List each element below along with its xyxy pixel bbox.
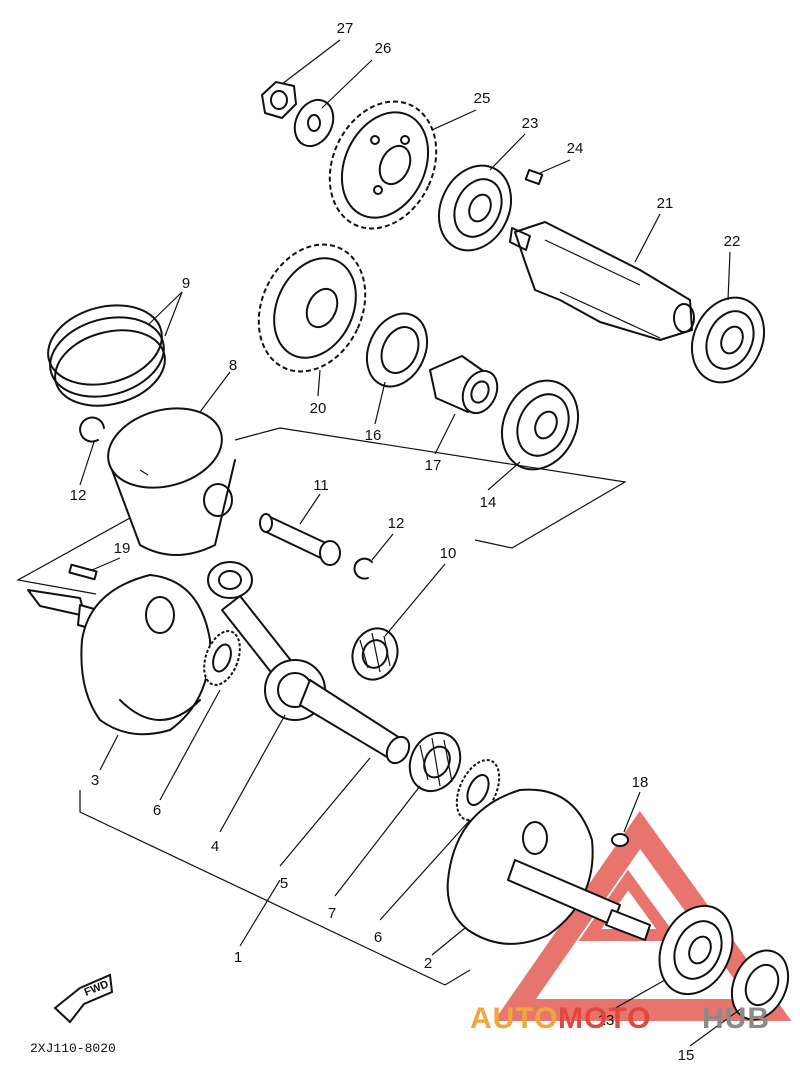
part-6-washer-left (203, 630, 241, 686)
callout-labels: 27 26 25 23 24 21 22 9 8 20 16 17 14 12 … (70, 20, 741, 1064)
part-27-nut (261, 81, 297, 119)
callout-6-right: 6 (374, 929, 382, 946)
callout-15: 15 (678, 1047, 695, 1064)
leader-lines (79, 39, 743, 1047)
callout-26: 26 (375, 40, 392, 57)
part-24-key (524, 168, 544, 186)
callout-19: 19 (114, 540, 131, 557)
callout-8: 8 (229, 357, 237, 374)
callout-22: 22 (724, 233, 741, 250)
watermark-brand-hub: HUB (702, 1002, 770, 1035)
part-14-bearing (501, 379, 579, 471)
part-2-crank-right (446, 788, 651, 945)
watermark-text: AUTO MOTO HUB (470, 1002, 770, 1035)
callout-5: 5 (280, 875, 288, 892)
callout-12-right: 12 (388, 515, 405, 532)
part-20-gear (257, 243, 367, 373)
part-12-clip-left (79, 416, 105, 443)
part-18-key (611, 833, 629, 847)
part-17-collar (429, 355, 499, 415)
part-26-washer (293, 98, 335, 148)
callout-9: 9 (182, 275, 190, 292)
callout-25: 25 (474, 90, 491, 107)
callout-12-left: 12 (70, 487, 87, 504)
callout-24: 24 (567, 140, 584, 157)
callout-17: 17 (425, 457, 442, 474)
part-19-key (68, 563, 98, 581)
part-22-bearing (691, 296, 765, 384)
callout-18: 18 (632, 774, 649, 791)
callout-23: 23 (522, 115, 539, 132)
callout-6-left: 6 (153, 802, 161, 819)
part-25-gear (328, 100, 438, 230)
part-8-piston (107, 407, 236, 556)
callout-4: 4 (211, 838, 219, 855)
part-5-crank-pin (299, 679, 411, 765)
callout-13: 13 (598, 1012, 615, 1029)
part-10-needle-bearing (351, 627, 399, 681)
callout-1: 1 (234, 949, 242, 966)
callout-21: 21 (657, 195, 674, 212)
fwd-arrow-icon: FWD (53, 973, 114, 1024)
part-12-clip-right (353, 557, 373, 580)
watermark-brand-moto: MOTO (558, 1002, 651, 1035)
callout-10: 10 (440, 545, 457, 562)
callout-3: 3 (91, 772, 99, 789)
part-7-needle-bearing (408, 731, 462, 793)
part-13-bearing (658, 904, 734, 996)
callout-27: 27 (337, 20, 354, 37)
watermark-brand-auto: AUTO (470, 1002, 558, 1035)
callout-20: 20 (310, 400, 327, 417)
callout-16: 16 (365, 427, 382, 444)
part-15-seal (730, 949, 790, 1021)
part-code: 2XJ110-8020 (30, 1041, 116, 1056)
part-16-seal (365, 312, 429, 388)
callout-7: 7 (328, 905, 336, 922)
callout-14: 14 (480, 494, 497, 511)
part-9-piston-rings (47, 304, 166, 407)
callout-11: 11 (313, 477, 329, 494)
group-bracket-lines (16, 427, 627, 986)
callout-2: 2 (424, 955, 432, 972)
part-21-balancer-shaft (509, 221, 695, 341)
part-3-crank-left (27, 574, 212, 736)
part-23-bearing (438, 164, 512, 252)
part-11-piston-pin (259, 513, 341, 566)
